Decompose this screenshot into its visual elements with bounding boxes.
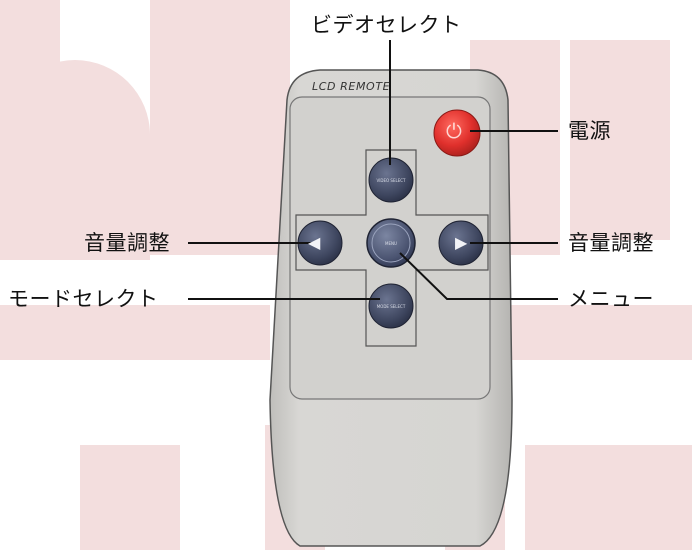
label-power: 電源 bbox=[568, 119, 611, 143]
watermark-block bbox=[0, 60, 150, 260]
remote-title: LCD REMOTE bbox=[312, 80, 391, 93]
label-video-select: ビデオセレクト bbox=[311, 13, 462, 37]
dpad-outline bbox=[295, 149, 489, 347]
power-icon[interactable]: ⏻ bbox=[446, 119, 462, 143]
triangle-left-icon[interactable]: ◀ bbox=[308, 233, 321, 252]
watermark-block bbox=[0, 305, 270, 360]
label-mode-select: モードセレクト bbox=[8, 287, 159, 311]
label-volume-right: 音量調整 bbox=[568, 231, 654, 255]
mode-select-caption[interactable]: MODE SELECT bbox=[376, 304, 406, 309]
watermark-block bbox=[150, 0, 290, 255]
power-button bbox=[433, 109, 481, 157]
triangle-right-icon[interactable]: ▶ bbox=[455, 233, 468, 252]
watermark-block bbox=[525, 445, 692, 550]
menu-button-ring bbox=[371, 223, 411, 263]
watermark-block bbox=[570, 40, 670, 240]
label-menu: メニュー bbox=[568, 287, 654, 311]
menu-caption[interactable]: MENU bbox=[385, 241, 397, 246]
leader-menu bbox=[399, 252, 558, 300]
mode-select-button bbox=[368, 283, 414, 329]
video-select-caption[interactable]: VIDEO SELECT bbox=[376, 178, 406, 183]
label-volume-left: 音量調整 bbox=[84, 231, 170, 255]
watermark-block bbox=[80, 445, 180, 550]
